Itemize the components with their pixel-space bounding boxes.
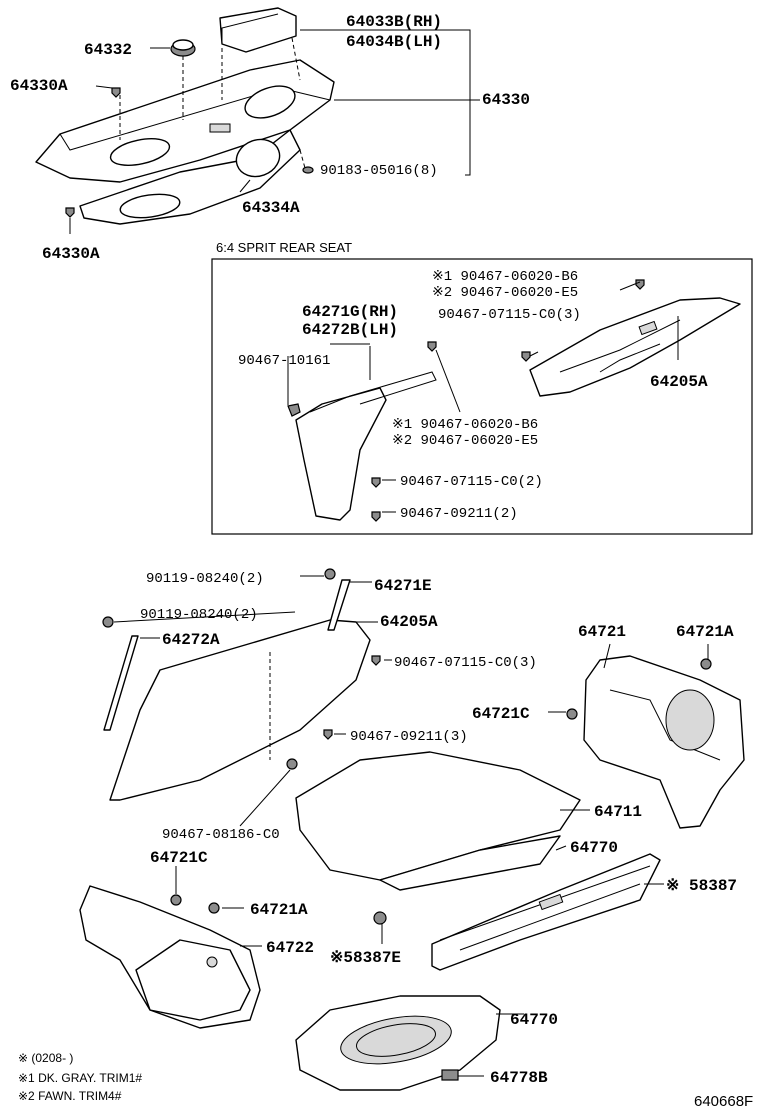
scuff-plate [373,845,664,971]
side-trim-lh [79,866,262,1029]
footnote-2: ※1 DK. GRAY. TRIM1# [18,1071,142,1085]
label-64721: 64721 [578,623,626,641]
label-64271g: 64271G(RH) [302,303,398,321]
label-90467-07115-c: 90467-07115-C0(3) [394,655,537,671]
label-90467-06020-e5-b: ※2 90467-06020-E5 [392,433,538,449]
label-64272a: 64272A [162,631,220,649]
footnote-3: ※2 FAWN. TRIM4# [18,1089,122,1103]
label-64332: 64332 [84,41,132,59]
label-64711: 64711 [594,803,642,821]
label-58387: ※ 58387 [666,877,737,895]
label-64330a-top: 64330A [10,77,68,95]
label-64205a-inset: 64205A [650,373,708,391]
label-90183-05016: 90183-05016(8) [320,163,438,179]
spare-cover [295,995,524,1091]
label-64034b: 64034B(LH) [346,33,442,51]
label-64330: 64330 [482,91,530,109]
label-90467-06020-e5-a: ※2 90467-06020-E5 [432,285,578,301]
label-64033b: 64033B(RH) [346,13,442,31]
inset-box [211,258,753,535]
label-64721c-right: 64721C [472,705,530,723]
label-64721c-left: 64721C [150,849,208,867]
label-90467-06020-b6-a: ※1 90467-06020-B6 [432,269,578,285]
footnote-1: ※ (0208- ) [18,1051,73,1065]
package-tray-assembly [35,7,480,234]
label-64721a-right: 64721A [676,623,734,641]
label-64778b: 64778B [490,1069,548,1087]
label-90467-06020-b6-b: ※1 90467-06020-B6 [392,417,538,433]
label-64770-b: 64770 [510,1011,558,1029]
label-64721a-left: 64721A [250,901,308,919]
inset-drawing [287,279,741,522]
label-90467-08186: 90467-08186-C0 [162,827,280,843]
label-58387e: ※58387E [330,949,401,967]
side-trim-rh [548,643,745,829]
label-64272b: 64272B(LH) [302,321,398,339]
trunk-mat [295,751,590,891]
label-90467-07115-a: 90467-07115-C0(3) [438,307,581,323]
label-64330a-bottom: 64330A [42,245,100,263]
label-64722: 64722 [266,939,314,957]
label-90467-10161: 90467-10161 [238,353,330,369]
label-64334a: 64334A [242,199,300,217]
label-64271e: 64271E [374,577,432,595]
label-90119-08240-a: 90119-08240(2) [146,571,264,587]
label-90467-09211-a: 90467-09211(2) [400,506,518,522]
label-64205a: 64205A [380,613,438,631]
label-90119-08240-b: 90119-08240(2) [140,607,258,623]
label-64770-a: 64770 [570,839,618,857]
label-90467-07115-b: 90467-07115-C0(2) [400,474,543,490]
figure-id: 640668F [694,1093,753,1110]
inset-title: 6:4 SPRIT REAR SEAT [216,240,352,255]
label-90467-09211-b: 90467-09211(3) [350,729,468,745]
seatback-trim-group [102,568,392,827]
